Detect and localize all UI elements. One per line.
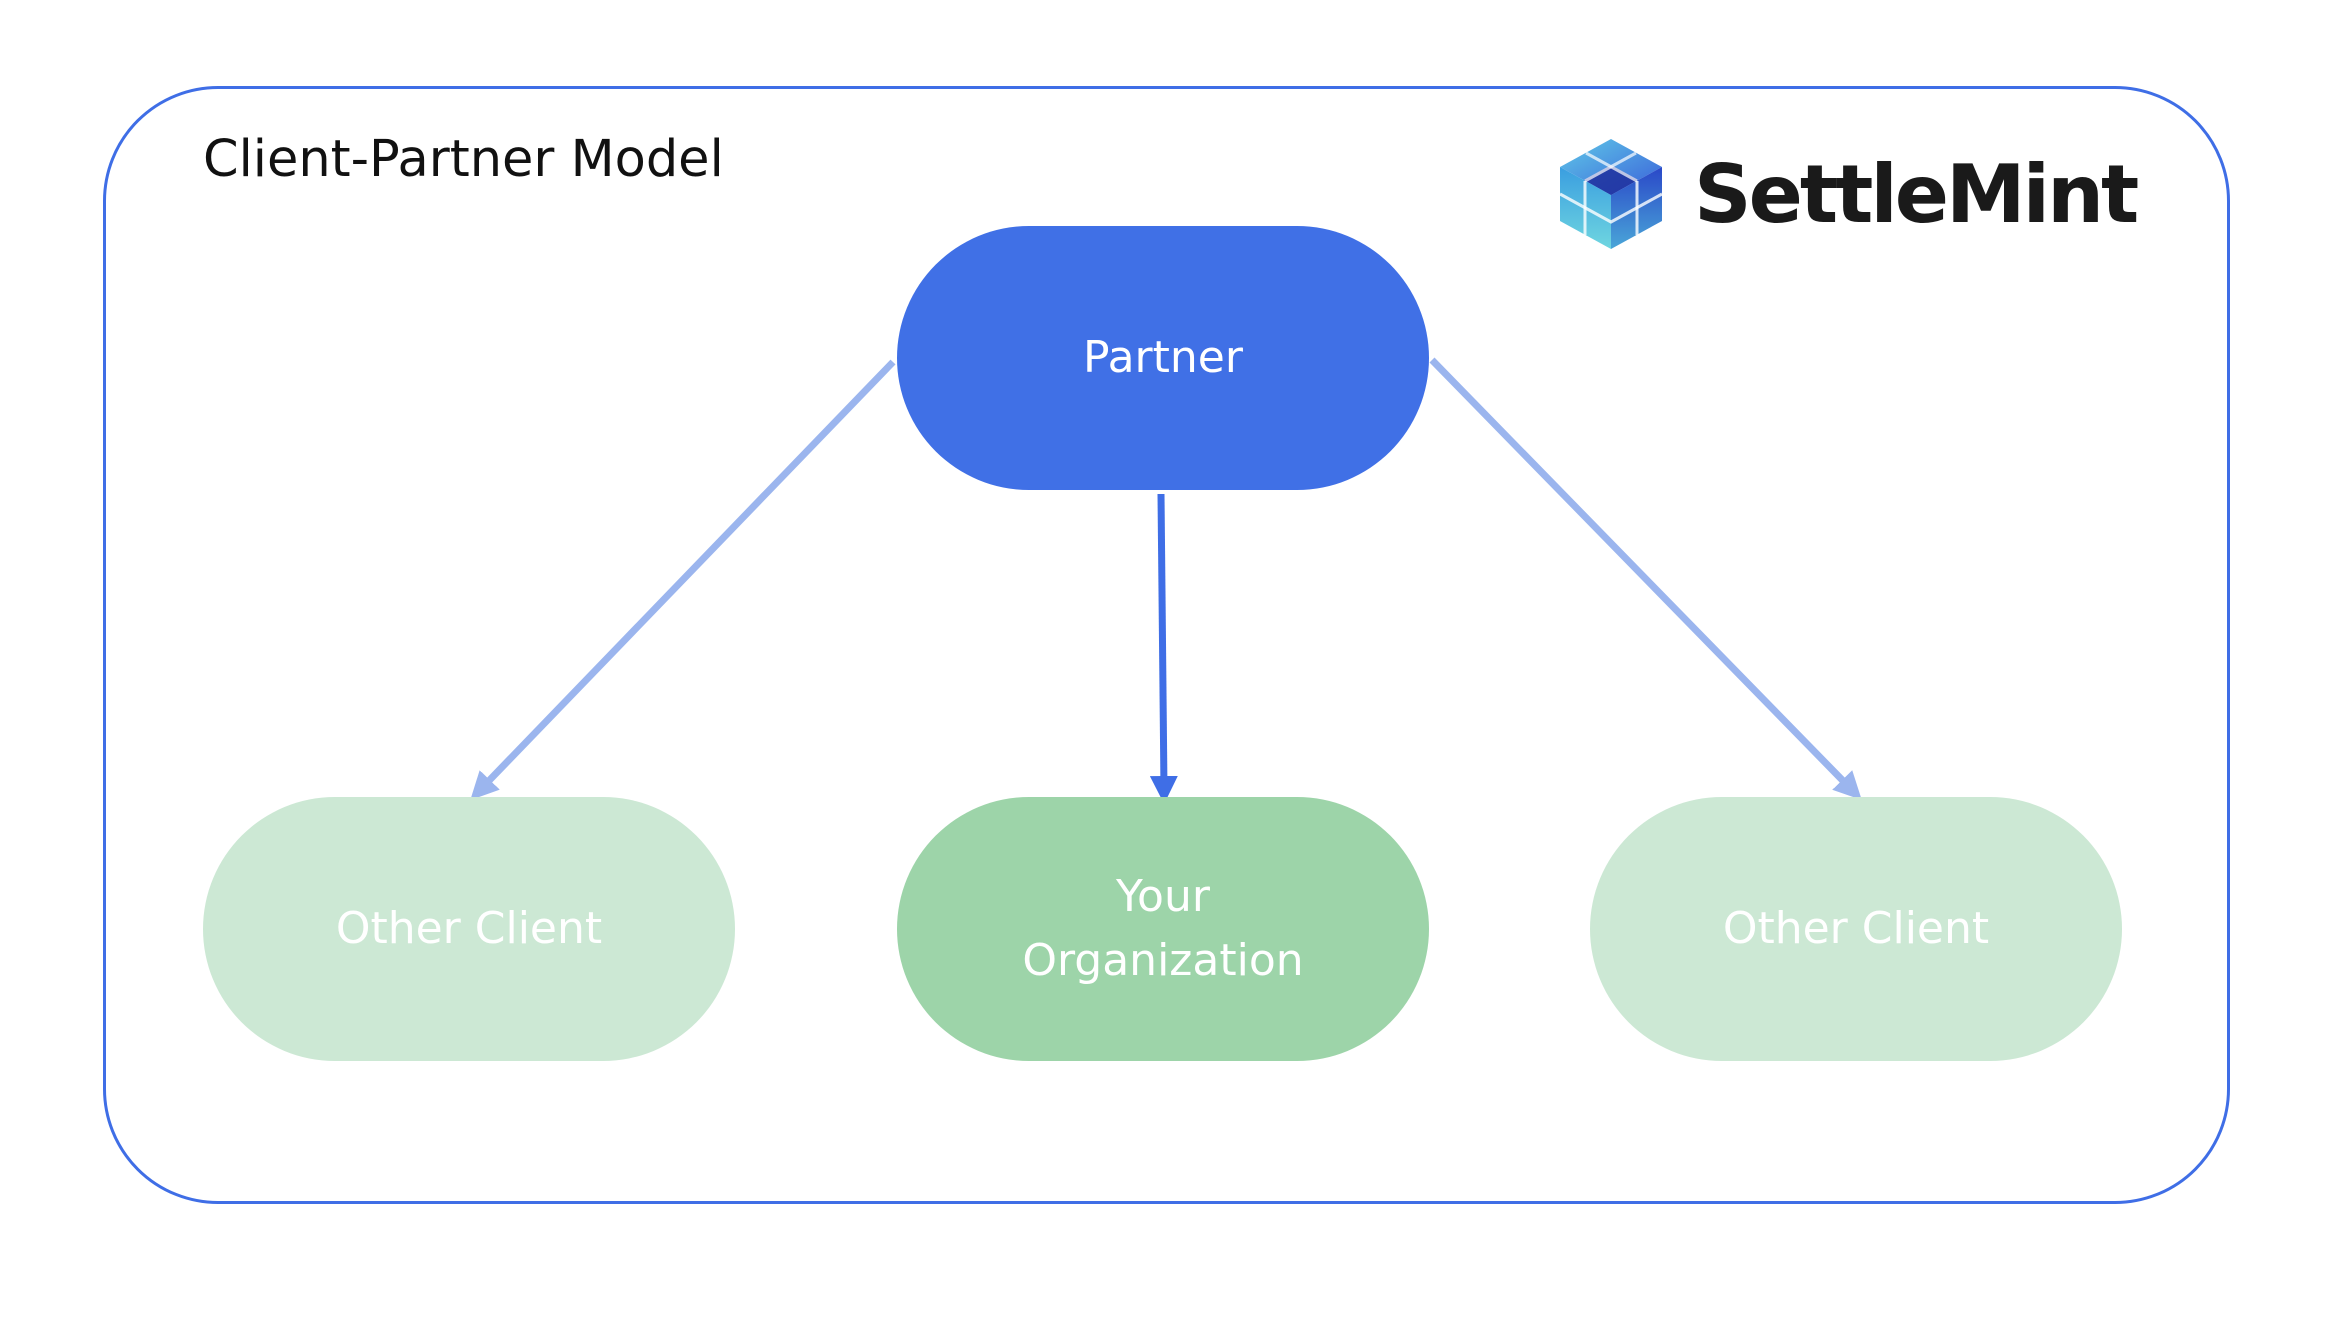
node-other-client-right-label: Other Client <box>1722 903 1990 954</box>
diagram-frame <box>103 86 2230 1204</box>
brand-logo: SettleMint <box>1556 134 2139 254</box>
node-your-organization: Your Organization <box>897 797 1429 1061</box>
edge-partner-to-your-organization <box>1149 493 1178 804</box>
edge-partner-to-other-client-right <box>1429 357 1862 801</box>
brand-name: SettleMint <box>1694 147 2139 241</box>
node-other-client-left-label: Other Client <box>335 903 603 954</box>
node-other-client-right: Other Client <box>1590 797 2122 1061</box>
diagram-title: Client-Partner Model <box>203 130 724 189</box>
cube-logo-icon <box>1559 139 1663 249</box>
node-partner: Partner <box>897 226 1429 490</box>
node-partner-label: Partner <box>1083 332 1243 383</box>
edge-partner-to-other-client-left <box>470 359 896 801</box>
node-other-client-left: Other Client <box>203 797 735 1061</box>
node-your-organization-label: Your Organization <box>1022 871 1304 986</box>
